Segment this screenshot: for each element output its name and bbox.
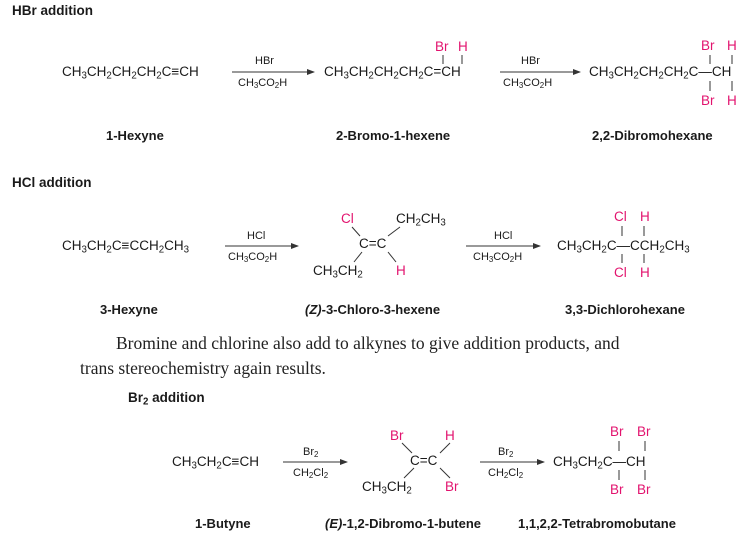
reagent-hbr-2: HBr [521, 55, 540, 67]
compound-name: 3-Hexyne [100, 302, 158, 317]
paragraph-line-2: trans stereochemistry again results. [80, 358, 326, 378]
group-ethyl: CH2CH3 [396, 211, 446, 229]
substituent-br: Br [390, 428, 404, 443]
compound-name: 1,1,2,2-Tetrabromobutane [518, 516, 676, 531]
compound-name: 1-Butyne [195, 516, 251, 531]
compound-name: 1-Hexyne [106, 128, 164, 143]
substituent-cl: Cl [614, 209, 627, 224]
substituent-h: H [396, 263, 406, 278]
double-bond-center: C=C [410, 453, 438, 468]
solvent-acetic-acid-1: CH3CO2H [238, 77, 288, 90]
section-heading-hcl: HCl addition [12, 175, 92, 190]
reactant-3-hexyne: CH3CH2C≡CCH2CH3 [62, 238, 189, 256]
group-ethyl: CH3CH2 [313, 263, 363, 281]
solvent-dichloromethane-1: CH2Cl2 [293, 467, 329, 480]
compound-name: (E)-1,2-Dibromo-1-butene [325, 516, 482, 531]
substituent-br: Br [637, 424, 651, 439]
substituent-h: H [640, 265, 650, 280]
compound-name: 2,2-Dibromohexane [592, 128, 713, 143]
reagent-hcl-1: HCl [247, 230, 266, 242]
reagent-hbr-1: HBr [255, 55, 274, 67]
substituent-br: Br [610, 424, 624, 439]
reagent-hcl-2: HCl [494, 230, 513, 242]
solvent-dichloromethane-2: CH2Cl2 [488, 467, 524, 480]
product-tetrabromobutane: CH3CH2C—CH [553, 454, 646, 472]
solvent-acetic-acid-2: CH3CO2H [503, 77, 553, 90]
intermediate-2-bromo-1-hexene: CH3CH2CH2CH2C=CH [324, 64, 461, 82]
substituent-h: H [445, 428, 455, 443]
substituent-h: H [727, 38, 737, 53]
reactant-1-hexyne: CH3CH2CH2CH2C≡CH [62, 64, 199, 82]
paragraph-line-1: Bromine and chlorine also add to alkynes… [116, 333, 620, 353]
substituent-cl: Cl [341, 211, 354, 226]
solvent-acetic-acid-4: CH3CO2H [473, 251, 523, 264]
reactant-1-butyne: CH3CH2C≡CH [172, 454, 259, 472]
section-heading-br2: Br2 addition [128, 390, 205, 408]
product-2-2-dibromohexane: CH3CH2CH2CH2C—CH [589, 64, 732, 82]
group-ethyl: CH3CH2 [362, 479, 412, 497]
compound-name: 3,3-Dichlorohexane [565, 302, 685, 317]
substituent-br: Br [435, 39, 449, 54]
substituent-br: Br [610, 482, 624, 497]
section-heading-hbr: HBr addition [12, 3, 93, 18]
double-bond-center: C=C [359, 236, 387, 251]
substituent-br: Br [701, 38, 715, 53]
substituent-cl: Cl [614, 265, 627, 280]
substituent-br: Br [701, 93, 715, 108]
solvent-acetic-acid-3: CH3CO2H [228, 251, 278, 264]
product-3-3-dichlorohexane: CH3CH2C—CCH2CH3 [557, 238, 690, 256]
reagent-br2-1: Br2 [303, 446, 319, 459]
reagent-br2-2: Br2 [498, 446, 514, 459]
compound-name: 2-Bromo-1-hexene [336, 128, 451, 143]
compound-name: (Z)-3-Chloro-3-hexene [305, 302, 441, 317]
substituent-br: Br [637, 482, 651, 497]
substituent-h: H [727, 93, 737, 108]
substituent-br: Br [445, 479, 459, 494]
substituent-h: H [458, 39, 468, 54]
substituent-h: H [640, 209, 650, 224]
